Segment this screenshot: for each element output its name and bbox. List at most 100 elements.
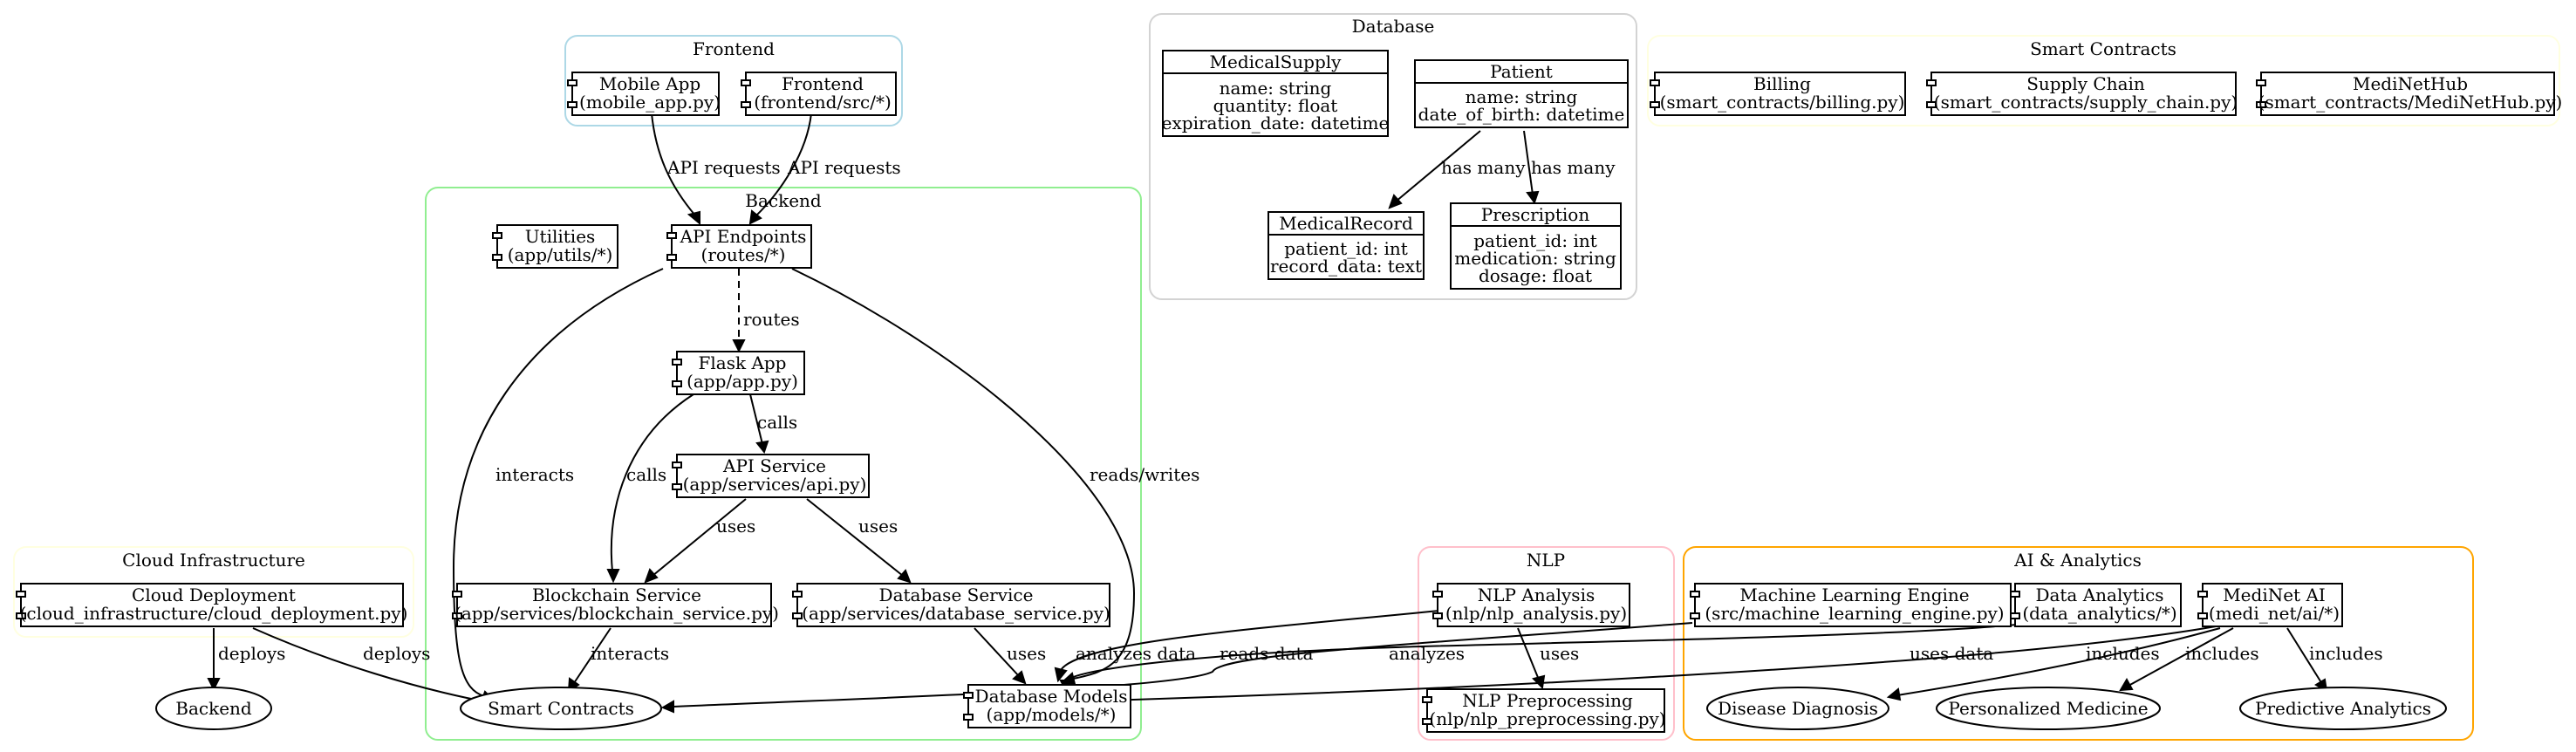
node-title: Frontend <box>782 73 864 94</box>
cluster-smart-contracts-label: Smart Contracts <box>2030 38 2176 59</box>
node-frontend-src: Frontend (frontend/src/*) <box>741 72 897 116</box>
node-path: (nlp/nlp_preprocessing.py) <box>1429 708 1665 729</box>
record-field: quantity: float <box>1213 95 1338 116</box>
record-prescription: Prescription patient_id: int medication:… <box>1450 202 1622 290</box>
node-title: Data Analytics <box>2035 585 2163 605</box>
edge-label: deploys <box>363 643 430 664</box>
ellipse-predictive-analytics: Predictive Analytics <box>2239 687 2447 730</box>
node-cloud-deployment: Cloud Deployment (cloud_infrastructure/c… <box>16 583 408 627</box>
node-api-service: API Service (app/services/api.py) <box>672 454 870 498</box>
edge-label: uses data <box>1910 643 1993 664</box>
record-field: patient_id: int <box>1473 230 1597 251</box>
edge-label: reads/writes <box>1090 464 1199 485</box>
node-medinethub: MediNetHub (smart_contracts/MediNetHub.p… <box>2256 72 2562 116</box>
record-field: patient_id: int <box>1284 238 1408 259</box>
cluster-cloud-label: Cloud Infrastructure <box>122 550 305 571</box>
node-ml-engine: Machine Learning Engine (src/machine_lea… <box>1690 583 2012 627</box>
node-path: (app/services/api.py) <box>683 474 867 495</box>
node-title: Blockchain Service <box>532 585 701 605</box>
cluster-database-label: Database <box>1352 16 1435 37</box>
record-title: Patient <box>1490 61 1553 82</box>
node-title: Utilities <box>525 226 596 247</box>
record-medical-record: MedicalRecord patient_id: int record_dat… <box>1268 211 1425 280</box>
edge-mobile-to-api: API requests <box>651 113 781 226</box>
edge-label: includes <box>2086 643 2160 664</box>
edge-blockchain-to-smartcontracts: interacts <box>567 627 669 693</box>
node-nlp-analysis: NLP Analysis (nlp/nlp_analysis.py) <box>1432 583 1630 627</box>
node-path: (app/services/blockchain_service.py) <box>454 603 779 624</box>
edge-label: has many <box>1531 157 1616 178</box>
node-title: MediNet AI <box>2223 585 2326 605</box>
node-path: (frontend/src/*) <box>754 92 892 113</box>
edge-cloud-to-smartcontracts: deploys <box>252 627 500 708</box>
node-database-models: Database Models (app/models/*) <box>963 684 1131 728</box>
edge-flask-to-blockchain: calls <box>606 393 694 584</box>
cluster-backend-label: Backend <box>745 190 822 211</box>
node-path: (medi_net/ai/*) <box>2209 603 2340 624</box>
ellipse-label: Backend <box>175 698 252 719</box>
edge-label: deploys <box>218 643 285 664</box>
record-field: record_data: text <box>1270 256 1422 277</box>
node-path: (smart_contracts/supply_chain.py) <box>1934 92 2238 113</box>
cluster-ai-analytics: AI & Analytics <box>1683 546 2474 741</box>
edge-medinet-to-diagnosis: includes <box>1886 627 2221 701</box>
edge-apiservice-to-blockchain: uses <box>644 498 755 584</box>
edge-api-to-models: reads/writes <box>791 268 1199 686</box>
node-path: (mobile_app.py) <box>579 92 721 113</box>
record-title: MedicalSupply <box>1210 51 1343 72</box>
node-path: (routes/*) <box>701 244 786 265</box>
cluster-smart-contracts: Smart Contracts <box>1647 35 2560 126</box>
record-field: date_of_birth: datetime <box>1418 104 1625 125</box>
node-database-service: Database Service (app/services/database_… <box>792 583 1110 627</box>
node-utilities: Utilities (app/utils/*) <box>492 224 618 269</box>
node-flask-app: Flask App (app/app.py) <box>672 351 805 395</box>
node-nlp-preprocessing: NLP Preprocessing (nlp/nlp_preprocessing… <box>1422 688 1666 733</box>
edge-patient-to-record: has many <box>1388 130 1526 209</box>
edge-label: API requests <box>787 157 901 178</box>
node-medinet-ai: MediNet AI (medi_net/ai/*) <box>2197 583 2343 627</box>
edge-frontend-to-api: API requests <box>748 113 901 225</box>
edge-label: API requests <box>666 157 781 178</box>
node-title: API Endpoints <box>680 226 807 247</box>
cluster-cloud-infrastructure: Cloud Infrastructure <box>13 546 414 638</box>
edge-api-to-flask: routes <box>732 269 800 353</box>
edge-label: analyzes <box>1389 643 1465 664</box>
edge-label: has many <box>1441 157 1526 178</box>
ellipse-label: Disease Diagnosis <box>1718 698 1878 719</box>
edge-label: interacts <box>495 464 574 485</box>
node-path: (app/app.py) <box>687 371 798 392</box>
node-supply-chain: Supply Chain (smart_contracts/supply_cha… <box>1926 72 2238 116</box>
ellipse-label: Predictive Analytics <box>2255 698 2431 719</box>
cluster-database: Database <box>1149 13 1637 300</box>
edge-label: routes <box>743 309 800 330</box>
node-title: NLP Preprocessing <box>1462 690 1633 711</box>
edge-label: includes <box>2309 643 2383 664</box>
ellipse-label: Smart Contracts <box>488 698 634 719</box>
edge-label: uses <box>858 516 898 537</box>
edge-medinet-to-predictive: includes <box>2286 627 2383 693</box>
node-title: MediNetHub <box>2353 73 2468 94</box>
cluster-backend: Backend <box>425 187 1142 741</box>
cluster-nlp-label: NLP <box>1527 550 1565 571</box>
node-path: (cloud_infrastructure/cloud_deployment.p… <box>20 603 408 624</box>
node-title: Flask App <box>699 352 787 373</box>
edge-label: calls <box>626 464 666 485</box>
node-api-endpoints: API Endpoints (routes/*) <box>666 224 812 269</box>
node-title: Cloud Deployment <box>132 585 296 605</box>
node-title: Machine Learning Engine <box>1739 585 1969 605</box>
edge-cloud-to-backend: deploys <box>207 628 285 692</box>
node-path: (data_analytics/*) <box>2022 603 2176 624</box>
ellipse-personalized-medicine: Personalized Medicine <box>1936 687 2161 730</box>
node-blockchain-service: Blockchain Service (app/services/blockch… <box>452 583 779 627</box>
edge-label: interacts <box>591 643 669 664</box>
record-patient: Patient name: string date_of_birth: date… <box>1414 59 1629 128</box>
edge-dbservice-to-models: uses <box>974 627 1046 685</box>
edge-patient-to-prescription: has many <box>1523 130 1616 205</box>
node-data-analytics: Data Analytics (data_analytics/*) <box>2010 583 2182 627</box>
node-title: Billing <box>1753 73 1811 94</box>
node-path: (smart_contracts/billing.py) <box>1660 92 1905 113</box>
node-path: (app/services/database_service.py) <box>802 603 1110 624</box>
edge-label: uses <box>1540 643 1579 664</box>
edges: API requests API requests has many has m… <box>207 113 2383 714</box>
record-field: name: string <box>1466 86 1578 107</box>
